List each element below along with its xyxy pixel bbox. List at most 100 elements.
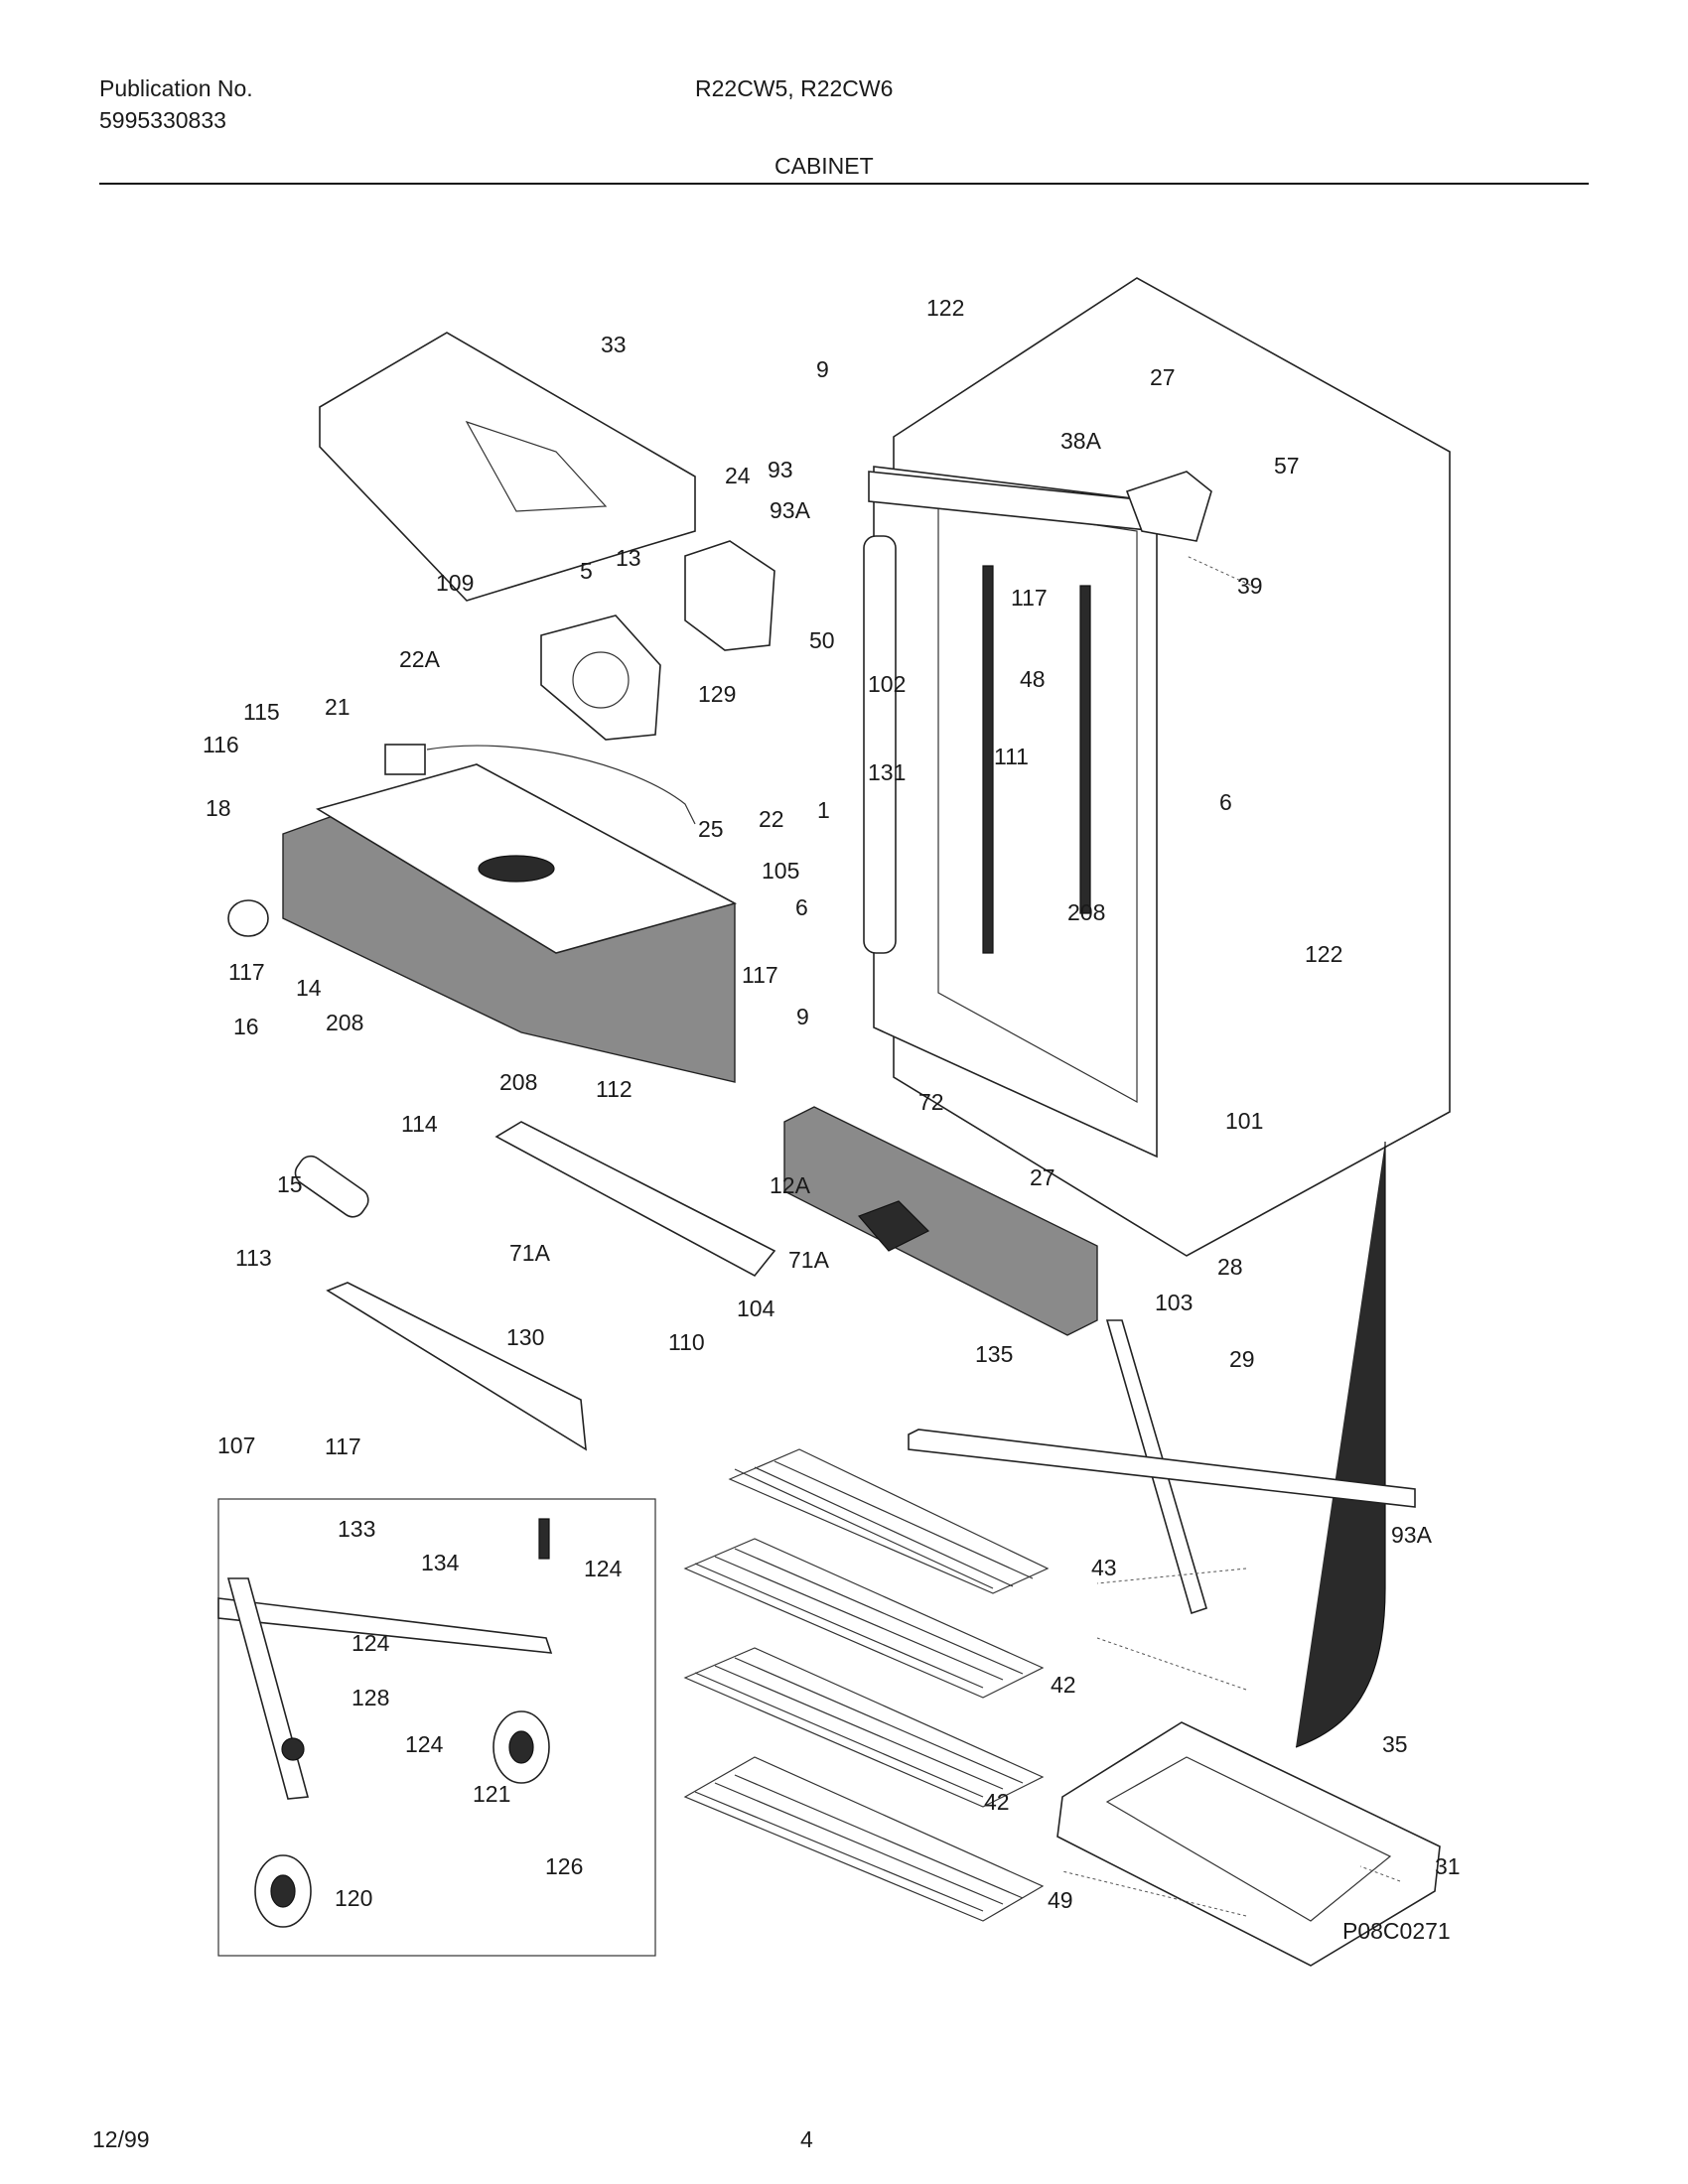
callout-label: 38A — [1060, 428, 1102, 454]
callout-label: 22 — [759, 806, 784, 832]
door-gasket-left — [863, 535, 897, 954]
callout-label: 18 — [206, 795, 231, 821]
shelf-42-lower — [683, 1647, 1045, 1808]
grille-latch — [857, 1200, 930, 1252]
caster-hub-upper — [508, 1730, 534, 1764]
publication-number: 5995330833 — [99, 107, 226, 133]
callout-label: 49 — [1048, 1887, 1073, 1913]
callout-label: 39 — [1237, 573, 1263, 599]
callout-label: 31 — [1435, 1853, 1461, 1879]
caster-hub-lower — [270, 1874, 296, 1908]
callout-label: 25 — [698, 816, 724, 842]
callout-label: 112 — [596, 1076, 633, 1102]
callout-label: 24 — [725, 463, 751, 488]
breaker-strip-left — [982, 565, 994, 954]
caster-inset-frame — [217, 1498, 656, 1957]
callout-label: 14 — [296, 975, 322, 1001]
kickplate-part — [326, 1282, 587, 1451]
callout-label: 113 — [235, 1245, 272, 1271]
callout-label: 126 — [545, 1853, 583, 1879]
callout-label: 117 — [1011, 585, 1048, 611]
drawing-id: P08C0271 — [1342, 1918, 1451, 1944]
callout-label: 117 — [742, 962, 778, 988]
base-rail-part — [494, 1121, 776, 1278]
model-numbers: R22CW5, R22CW6 — [695, 75, 894, 101]
shelf-49 — [683, 1756, 1045, 1922]
wire-harness — [426, 745, 696, 825]
callout-label: 208 — [1067, 899, 1105, 925]
callout-label: 42 — [1051, 1672, 1076, 1698]
callout-label: 134 — [421, 1550, 460, 1575]
callout-label: 121 — [473, 1781, 510, 1807]
callout-label: 28 — [1217, 1254, 1243, 1280]
callout-label: 208 — [499, 1069, 537, 1095]
leader-39 — [1186, 555, 1257, 589]
callout-label: 131 — [868, 759, 906, 785]
leader-42-upper — [1096, 1637, 1247, 1691]
publication-label: Publication No. — [99, 75, 253, 101]
leveling-leg-part — [294, 1155, 369, 1218]
header-rule — [99, 183, 1589, 185]
callout-label: 104 — [737, 1296, 775, 1321]
drain-pan-inner — [1105, 1756, 1392, 1922]
callout-label: 57 — [1274, 453, 1300, 478]
top-cover-inner — [465, 420, 608, 512]
callout-label: 43 — [1091, 1555, 1117, 1580]
breaker-strip-right — [1079, 585, 1091, 914]
compartment-plug — [227, 899, 269, 937]
callout-label: 71A — [509, 1240, 551, 1266]
fan-opening — [572, 651, 630, 709]
callout-label: 115 — [243, 699, 280, 725]
callout-label: 129 — [698, 681, 736, 707]
callout-label: 22A — [399, 646, 441, 672]
drain-pan-part — [1056, 1721, 1441, 1967]
callout-label: 103 — [1155, 1290, 1193, 1315]
diagram-artwork — [217, 277, 1451, 1967]
fan-bracket-part — [684, 540, 775, 651]
revision-date: 12/99 — [92, 2126, 150, 2152]
callout-label: 71A — [788, 1247, 830, 1273]
callout-label: 1 — [817, 797, 830, 823]
callout-label: 102 — [868, 671, 906, 697]
callout-label: 133 — [338, 1516, 375, 1542]
callout-label: 120 — [335, 1885, 372, 1911]
fan-shroud-part — [540, 614, 661, 741]
callout-label: 122 — [926, 295, 964, 321]
callout-label: 27 — [1150, 364, 1176, 390]
shelf-43 — [728, 1448, 1050, 1594]
toe-grille-part — [783, 1106, 1098, 1336]
callout-label: 208 — [326, 1010, 363, 1035]
callout-label: 117 — [325, 1433, 361, 1459]
callout-label: 93 — [768, 457, 793, 482]
callout-labels: 122 33 9 27 38A 57 24 93 93A 39 109 5 13… — [203, 295, 1461, 1944]
callout-label: 27 — [1030, 1164, 1055, 1190]
callout-label: 116 — [203, 732, 239, 757]
callout-label: 107 — [217, 1433, 255, 1458]
callout-label: 101 — [1225, 1108, 1263, 1134]
callout-label: 105 — [762, 858, 799, 884]
callout-label: 21 — [325, 694, 351, 720]
callout-label: 6 — [1219, 789, 1232, 815]
callout-label: 117 — [228, 959, 265, 985]
callout-label: 124 — [405, 1731, 444, 1757]
callout-label: 110 — [668, 1329, 705, 1355]
callout-label: 111 — [994, 744, 1029, 769]
compartment-grommet — [478, 855, 555, 883]
callout-label: 114 — [401, 1111, 438, 1137]
callout-label: 35 — [1382, 1731, 1408, 1757]
callout-label: 48 — [1020, 666, 1046, 692]
callout-label: 12A — [770, 1172, 811, 1198]
callout-label: 50 — [809, 627, 835, 653]
callout-label: 128 — [352, 1685, 389, 1710]
callout-label: 130 — [506, 1324, 544, 1350]
callout-label: 109 — [436, 570, 474, 596]
caster-bolt — [538, 1518, 550, 1560]
section-title: CABINET — [774, 153, 874, 179]
callout-label: 93A — [1391, 1522, 1433, 1548]
top-cover-part — [319, 332, 696, 602]
callout-label: 15 — [277, 1171, 303, 1197]
callout-label: 6 — [795, 894, 808, 920]
callout-label: 29 — [1229, 1346, 1255, 1372]
leader-49 — [1061, 1870, 1247, 1917]
callout-label: 93A — [770, 497, 811, 523]
